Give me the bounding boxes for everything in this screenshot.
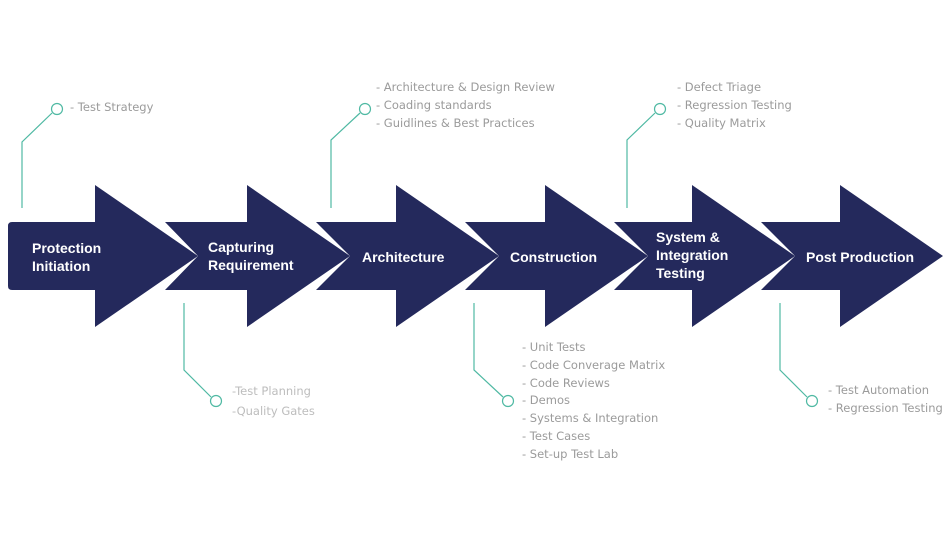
connector-post-production: [779, 303, 808, 398]
note-item: - Regression Testing: [677, 97, 792, 112]
note-item: - Test Strategy: [70, 100, 154, 114]
connector-node-post-production: [805, 394, 819, 408]
connector-node-protection-initiation: [50, 102, 64, 116]
arrow-capturing-requirement: [165, 185, 350, 327]
stage-label-line: Construction: [510, 249, 598, 265]
arrow-system-integration-testing: [614, 185, 795, 327]
connector-construction: [473, 303, 504, 398]
note-architecture: - Architecture & Design Review - Coading…: [376, 79, 555, 132]
stage-label-architecture: Architecture: [362, 248, 444, 266]
arrow-architecture: [316, 185, 499, 327]
connector-node-construction: [501, 394, 515, 408]
stage-label-line: System &: [656, 229, 720, 245]
note-item: - Systems & Integration: [522, 411, 659, 426]
connector-node-capturing-requirement: [209, 394, 223, 408]
stage-label-line: Requirement: [208, 257, 294, 273]
connector-system-integration: [626, 112, 656, 208]
note-item: - Test Automation: [828, 383, 930, 397]
note-item: - Code Reviews: [522, 375, 610, 390]
connector-capturing-requirement: [183, 303, 212, 398]
stage-label-line: Testing: [656, 265, 705, 281]
note-item: - Set-up Test Lab: [522, 446, 619, 461]
note-item: - Architecture & Design Review: [376, 80, 555, 94]
connector-lines: [21, 102, 819, 408]
connector-protection-initiation: [21, 112, 53, 208]
note-capturing-requirement: -Test Planning -Quality Gates: [232, 381, 315, 421]
arrow-protection-initiation: [8, 185, 198, 327]
connector-architecture: [330, 112, 361, 208]
note-item: - Regression Testing: [828, 400, 943, 415]
note-post-production: - Test Automation - Regression Testing: [828, 382, 943, 418]
stage-label-line: Protection: [32, 240, 102, 256]
stage-label-line: Integration: [656, 247, 729, 263]
stage-label-line: Capturing: [208, 239, 275, 255]
arrow-construction: [465, 185, 648, 327]
note-item: - Coading standards: [376, 97, 492, 112]
note-item: - Unit Tests: [522, 340, 586, 354]
stage-label-system-integration-testing: System & Integration Testing: [656, 228, 728, 282]
stage-arrows: [8, 185, 943, 327]
note-item: - Demos: [522, 393, 570, 408]
note-protection-initiation: - Test Strategy: [70, 99, 153, 117]
note-item: -Quality Gates: [232, 404, 315, 418]
note-construction: - Unit Tests - Code Converage Matrix - C…: [522, 339, 665, 464]
note-item: - Code Converage Matrix: [522, 357, 666, 372]
stage-label-line: Architecture: [362, 249, 445, 265]
stage-label-capturing-requirement: Capturing Requirement: [208, 238, 294, 274]
note-system-integration: - Defect Triage - Regression Testing - Q…: [677, 79, 792, 132]
connector-node-system-integration: [653, 102, 667, 116]
stage-label-line: Post Production: [806, 249, 915, 265]
stage-label-protection-initiation: Protection Initiation: [32, 239, 101, 275]
connector-node-architecture: [358, 102, 372, 116]
stage-label-post-production: Post Production: [806, 248, 914, 266]
note-item: - Test Cases: [522, 428, 591, 443]
note-item: - Defect Triage: [677, 80, 762, 94]
arrow-post-production: [761, 185, 943, 327]
stage-label-line: Initiation: [32, 258, 91, 274]
note-item: - Quality Matrix: [677, 115, 766, 130]
note-item: -Test Planning: [232, 384, 311, 398]
note-item: - Guidlines & Best Practices: [376, 115, 535, 130]
stage-label-construction: Construction: [510, 248, 597, 266]
